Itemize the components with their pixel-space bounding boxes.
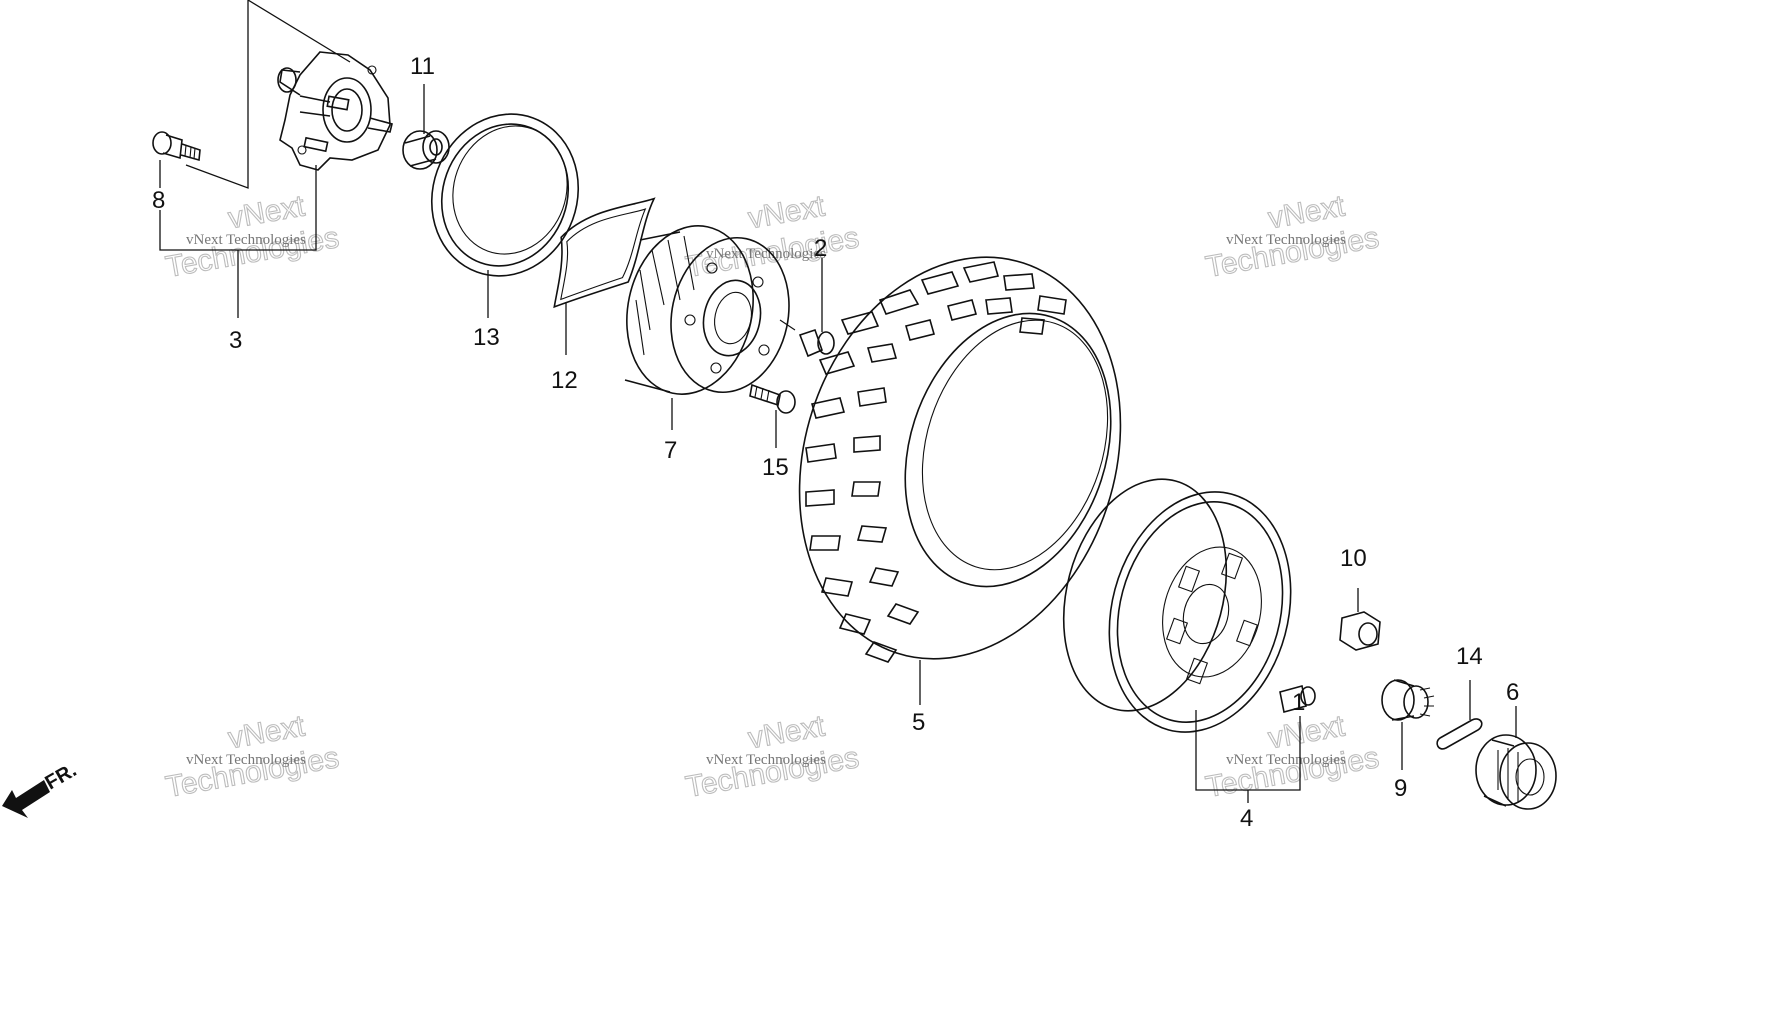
watermark-top-left: vNext Technologies vNext Technologies	[163, 189, 342, 285]
watermark-text: vNext Technologies	[706, 246, 826, 262]
part-4-wheel-rim	[1062, 478, 1292, 733]
leader-lines	[159, 0, 1517, 803]
watermark-bottom-center: vNext Technologies vNext Technologies	[683, 709, 862, 805]
part-11-bearing	[402, 130, 450, 170]
part-6-hub-cap	[1475, 734, 1557, 810]
callout-5: 5	[912, 709, 925, 736]
watermark-top-center: vNext Technologies vNext Technologies	[683, 189, 862, 285]
part-2-fitting	[779, 319, 835, 358]
callout-12: 12	[551, 367, 578, 394]
watermark-text: vNext Technologies	[706, 752, 826, 768]
leader-3-hub	[185, 0, 351, 189]
callout-14: 14	[1456, 643, 1483, 670]
callout-9: 9	[1394, 775, 1407, 802]
callout-1: 1	[1292, 689, 1305, 716]
arrow-left-down-icon	[2, 780, 50, 818]
watermark-text: vNext Technologies	[186, 752, 306, 768]
callouts: 1 2 3 4 5 6 7 8 9 10 11 12 13 14 15	[152, 53, 1519, 832]
part-5-tire	[798, 256, 1122, 663]
part-14-cotter-pin	[1436, 718, 1483, 750]
leader-4-bracket	[1195, 710, 1301, 803]
callout-7: 7	[664, 437, 677, 464]
watermark-top-right: vNext Technologies vNext Technologies	[1203, 189, 1382, 285]
callout-4: 4	[1240, 805, 1253, 832]
watermark-text: vNext Technologies	[1226, 752, 1346, 768]
part-13-seal	[430, 113, 580, 277]
part-7-brake-drum	[624, 225, 790, 395]
watermark-text: vNext Technologies	[1226, 232, 1346, 248]
callout-3: 3	[229, 327, 242, 354]
part-10-nut	[1339, 611, 1381, 651]
part-12-o-ring	[553, 197, 656, 309]
front-direction-indicator: FR.	[2, 759, 80, 818]
part-9-castle-nut	[1381, 679, 1435, 721]
callout-2: 2	[814, 235, 827, 262]
watermark-bottom-left: vNext Technologies vNext Technologies	[163, 709, 342, 805]
watermark-text: vNext Technologies	[186, 232, 306, 248]
part-15-bolt	[749, 383, 796, 414]
callout-6: 6	[1506, 679, 1519, 706]
part-8-bolt	[152, 131, 201, 162]
part-3-wheel-hub	[277, 51, 393, 171]
callout-8: 8	[152, 187, 165, 214]
callout-11: 11	[410, 53, 435, 80]
callout-15: 15	[762, 454, 789, 481]
part-1-valve	[1279, 685, 1316, 713]
leader-3-bracket	[159, 165, 317, 318]
watermark-bottom-right: vNext Technologies vNext Technologies	[1203, 709, 1382, 805]
callout-13: 13	[473, 324, 500, 351]
callout-10: 10	[1340, 545, 1367, 572]
